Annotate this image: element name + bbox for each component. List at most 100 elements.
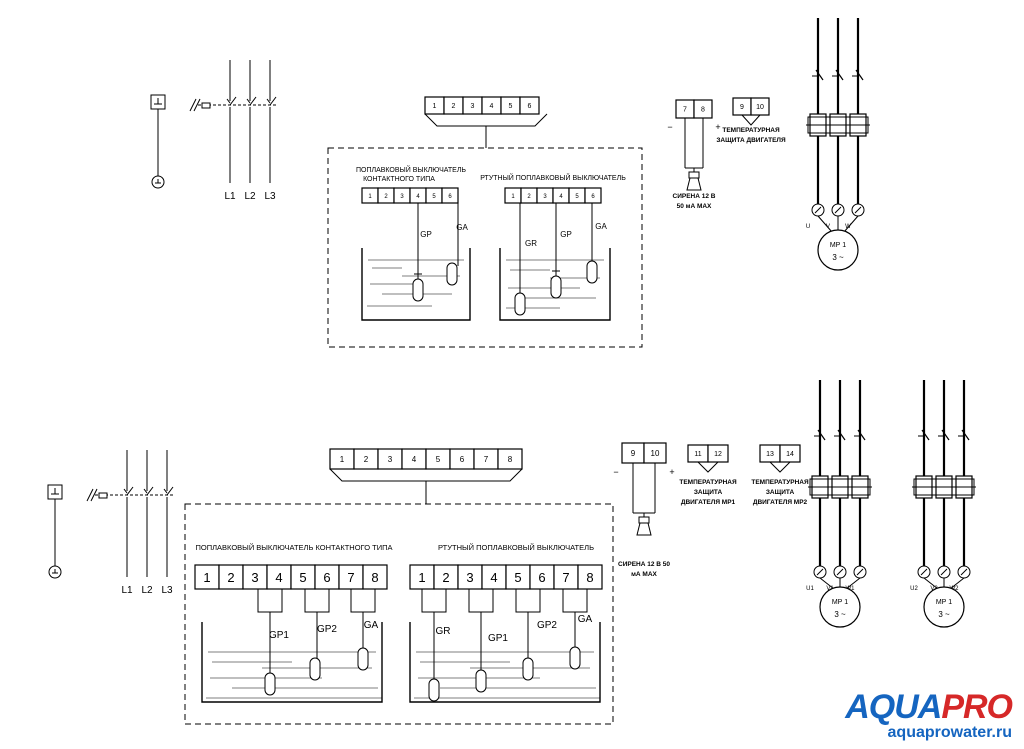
bottom-mercury-terms-cell bbox=[433, 564, 459, 590]
bottom-breaker-contact bbox=[146, 486, 154, 496]
bottom-mercury-float-ga bbox=[569, 646, 581, 670]
bottom-motor1-terminal-mark bbox=[816, 568, 824, 576]
top-float-label-gp: GP bbox=[420, 230, 432, 239]
bottom-motor1-lead bbox=[845, 577, 861, 590]
top-motor-terminal-mark bbox=[834, 206, 842, 214]
top-contact-title: КОНТАКТНОГО ТИПА bbox=[363, 176, 435, 183]
bottom-mercury-terms-num-7: 7 bbox=[562, 570, 569, 585]
top-siren-term-num-8: 8 bbox=[701, 107, 705, 114]
bottom-mercury-terms-cell bbox=[505, 564, 531, 590]
bottom-mercury-terms-num-6: 6 bbox=[538, 570, 545, 585]
top-temp-label: ЗАЩИТА ДВИГАТЕЛЯ bbox=[716, 137, 786, 144]
bottom-contact-terms-num-6: 6 bbox=[323, 570, 330, 585]
bottom-siren-label: мА MAX bbox=[631, 571, 657, 578]
top-motor-contact bbox=[835, 69, 844, 81]
bottom-temp1-label: ДВИГАТЕЛЯ МР1 bbox=[681, 499, 736, 506]
top-terminals-num-3: 3 bbox=[471, 103, 475, 110]
bottom-temp2-link bbox=[769, 461, 791, 473]
top-mercury-tank bbox=[499, 248, 611, 321]
bottom-contact-float-ga bbox=[357, 647, 369, 671]
top-mercury-terms-cell bbox=[584, 187, 602, 204]
top-temp-term-num-10: 10 bbox=[756, 104, 764, 111]
top-dashed-box bbox=[327, 147, 643, 348]
bottom-temp2-term-num-14: 14 bbox=[786, 451, 794, 458]
top-mercury-title: РТУТНЫЙ ПОПЛАВКОВЫЙ ВЫКЛЮЧАТЕЛЬ bbox=[480, 173, 626, 182]
top-contact-float-gp bbox=[412, 278, 424, 302]
top-motor-relay-frame bbox=[807, 116, 869, 134]
bottom-contact-terms-cell bbox=[194, 564, 220, 590]
bottom-mercury-terms-num-8: 8 bbox=[586, 570, 593, 585]
bottom-motor1-contact bbox=[817, 429, 826, 441]
bottom-terminals-cell bbox=[497, 448, 523, 470]
bottom-float-label-gp2: GP2 bbox=[537, 620, 557, 631]
bottom-motor2-lead bbox=[923, 577, 939, 590]
bottom-contact-terms-num-5: 5 bbox=[299, 570, 306, 585]
top-breaker-contact bbox=[266, 98, 271, 104]
top-breaker-contact bbox=[249, 96, 257, 106]
bottom-terminals-num-3: 3 bbox=[388, 455, 393, 464]
bottom-motor1-terminal-mark bbox=[836, 568, 844, 576]
bottom-contact-terms-cell bbox=[314, 564, 340, 590]
top-mercury-terms-num-2: 2 bbox=[527, 194, 531, 200]
top-mercury-terms-num-3: 3 bbox=[543, 194, 547, 200]
bottom-motor2-contact bbox=[941, 429, 950, 441]
bottom-contact-bracket bbox=[257, 589, 283, 613]
bottom-terminals-bracket bbox=[329, 468, 523, 482]
top-contact-float-ga bbox=[446, 262, 458, 286]
bottom-terminals-num-2: 2 bbox=[364, 455, 369, 464]
bottom-temp1-link bbox=[697, 461, 719, 473]
bottom-motor2-terminal-mark bbox=[960, 568, 968, 576]
bottom-temp1-term-num-11: 11 bbox=[694, 451, 701, 458]
bottom-motor1-terminal-label-U1: U1 bbox=[806, 586, 814, 592]
bottom-mercury-bracket bbox=[421, 589, 447, 613]
top-siren-minus: − bbox=[667, 122, 672, 132]
top-temp-label: ТЕМПЕРАТУРНАЯ bbox=[722, 127, 780, 134]
aquapro-logo[interactable]: AQUAPRO aquaprowater.ru bbox=[845, 688, 1018, 744]
phase-label-L1: L1 bbox=[224, 191, 236, 202]
top-contact-terms-num-4: 4 bbox=[416, 194, 420, 200]
top-breaker-contact bbox=[226, 98, 231, 104]
logo-url: aquaprowater.ru bbox=[887, 724, 1012, 741]
top-motor-motor-type: 3 ~ bbox=[832, 253, 844, 262]
top-motor-terminal-mark bbox=[854, 206, 862, 214]
top-breaker-handle-box bbox=[201, 102, 211, 109]
top-siren-label: СИРЕНА 12 В bbox=[673, 193, 716, 200]
bottom-terminals-num-8: 8 bbox=[508, 455, 513, 464]
top-siren-horn bbox=[686, 177, 702, 191]
bottom-temp1-label: ТЕМПЕРАТУРНАЯ bbox=[679, 479, 737, 486]
top-mercury-terms-num-6: 6 bbox=[591, 194, 595, 200]
top-contact-terms-num-5: 5 bbox=[432, 194, 436, 200]
bottom-mercury-terms-num-1: 1 bbox=[418, 570, 425, 585]
bottom-siren-term-num-9: 9 bbox=[631, 449, 636, 458]
bottom-motor2-terminal-label-U2: U2 bbox=[910, 586, 918, 592]
bottom-motor1-relay-frame bbox=[809, 478, 871, 496]
bottom-mercury-float-gp1 bbox=[475, 669, 487, 693]
bottom-contact-terms-num-7: 7 bbox=[347, 570, 354, 585]
bottom-siren-plus: + bbox=[669, 467, 674, 477]
top-mercury-terms-num-4: 4 bbox=[559, 194, 563, 200]
bottom-motor2-terminal-label-W2: W2 bbox=[950, 586, 960, 592]
top-float-label-gp: GP bbox=[560, 230, 572, 239]
phase-label-L3: L3 bbox=[264, 191, 276, 202]
bottom-mercury-float-gr bbox=[428, 678, 440, 702]
bottom-breaker-contact bbox=[166, 486, 174, 496]
top-contact-terms-num-2: 2 bbox=[384, 194, 388, 200]
phase-label-L1: L1 bbox=[121, 585, 133, 596]
bottom-mercury-terms-num-4: 4 bbox=[490, 570, 497, 585]
bottom-float-label-gp1: GP1 bbox=[269, 630, 289, 641]
top-terminals-num-5: 5 bbox=[509, 103, 513, 110]
bottom-motor2-motor bbox=[923, 586, 965, 628]
top-float-label-ga: GA bbox=[456, 223, 468, 232]
bottom-float-label-ga: GA bbox=[578, 614, 593, 625]
bottom-temp2-label: ТЕМПЕРАТУРНАЯ bbox=[751, 479, 809, 486]
bottom-contact-terms-num-8: 8 bbox=[371, 570, 378, 585]
top-terminals-num-4: 4 bbox=[490, 103, 494, 110]
top-siren-horn-box bbox=[688, 171, 700, 179]
phase-label-L3: L3 bbox=[161, 585, 173, 596]
bottom-siren-horn-box bbox=[638, 516, 650, 524]
bottom-mercury-terms-num-2: 2 bbox=[442, 570, 449, 585]
top-breaker-handle bbox=[189, 98, 197, 112]
bottom-motor1-motor-type: 3 ~ bbox=[834, 610, 846, 619]
bottom-motor2-contact bbox=[921, 429, 930, 441]
top-terminals-cell bbox=[519, 96, 540, 115]
